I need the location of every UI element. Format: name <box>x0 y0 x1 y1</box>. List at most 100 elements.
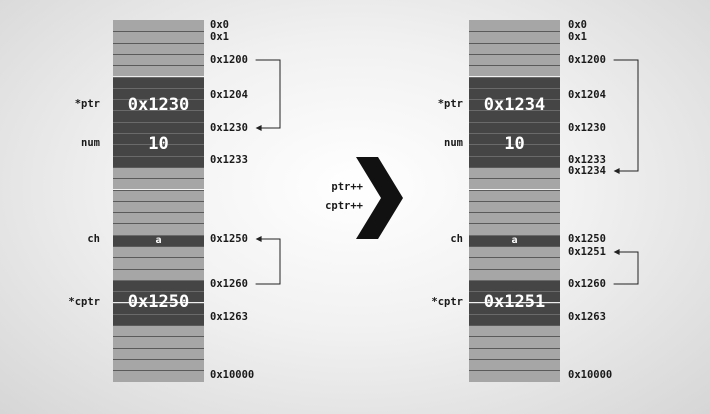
memory-cell-num-byte <box>469 155 560 167</box>
arrowhead-icon <box>613 249 620 255</box>
memory-slot <box>469 31 560 43</box>
memory-slot <box>469 257 560 269</box>
address-label: 0x1263 <box>568 311 606 323</box>
memory-slot <box>113 246 204 258</box>
cell-value-cptr: 0x1250 <box>127 291 190 312</box>
memory-slot <box>113 65 204 77</box>
cell-value-ch: a <box>155 234 162 246</box>
address-label: 0x0 <box>210 19 229 31</box>
memory-slot <box>469 178 560 190</box>
memory-cell-num-byte <box>469 121 560 133</box>
memory-cell-ptr-byte <box>113 99 204 111</box>
variable-label-num: num <box>81 137 100 150</box>
address-label: 0x1263 <box>210 311 248 323</box>
memory-slot <box>113 200 204 213</box>
memory-cell-ptr-byte <box>113 110 204 122</box>
cell-value-ch: a <box>511 234 518 246</box>
address-label: 0x1260 <box>210 278 248 290</box>
memory-cell-num-byte <box>113 155 204 167</box>
memory-slot <box>469 268 560 280</box>
address-label: 0x10000 <box>568 369 613 381</box>
arrowhead-icon <box>613 168 620 174</box>
memory-slot <box>113 359 204 371</box>
address-label: 0x1 <box>568 31 587 43</box>
memory-cell-cptr-byte <box>469 291 560 303</box>
memory-slot <box>113 178 204 190</box>
variable-label-num: num <box>444 137 463 150</box>
address-label: 0x1260 <box>568 278 606 290</box>
address-label: 0x1200 <box>568 54 606 66</box>
cell-value-ptr: 0x1234 <box>483 94 546 115</box>
pointer-connector <box>613 251 639 285</box>
address-label: 0x1230 <box>568 122 606 134</box>
memory-column-after: 0x1234 10 a 0x1251 <box>469 20 560 383</box>
memory-cell-cptr-byte <box>113 313 204 326</box>
address-label: 0x1251 <box>568 246 606 258</box>
cell-value-num: 10 <box>504 133 525 154</box>
chevron-right-icon <box>356 157 403 239</box>
address-label: 0x1234 <box>568 165 606 177</box>
address-label: 0x1200 <box>210 54 248 66</box>
pointer-connector <box>255 238 281 285</box>
memory-slot <box>469 189 560 201</box>
memory-column-before: 0x1230 10 a 0x1250 <box>113 20 204 383</box>
memory-slot <box>113 53 204 66</box>
variable-label-ptr: *ptr <box>74 97 100 110</box>
memory-slot <box>113 268 204 280</box>
pointer-connector <box>613 59 639 172</box>
memory-slot <box>113 336 204 348</box>
address-label: 0x10000 <box>210 369 255 381</box>
memory-slot <box>469 325 560 337</box>
memory-slot <box>469 336 560 348</box>
memory-cell-ptr-byte <box>469 110 560 122</box>
address-label: 0x1204 <box>210 89 248 101</box>
memory-cell-num-byte <box>469 133 560 145</box>
memory-slot <box>469 212 560 224</box>
memory-cell-ptr-byte <box>113 87 204 100</box>
memory-slot <box>469 53 560 66</box>
operation-label: cptr++ <box>325 200 363 212</box>
memory-slot <box>113 257 204 269</box>
operation-label: ptr++ <box>331 181 363 193</box>
cell-value-ptr: 0x1230 <box>127 94 190 115</box>
memory-cell-ptr-byte <box>113 76 204 88</box>
memory-slot <box>113 212 204 224</box>
memory-slot <box>469 223 560 235</box>
memory-slot <box>469 200 560 213</box>
memory-slot <box>469 359 560 371</box>
address-label: 0x1250 <box>568 233 606 245</box>
address-label: 0x0 <box>568 19 587 31</box>
variable-label-cptr: *cptr <box>68 295 100 308</box>
address-label: 0x1250 <box>210 233 248 245</box>
memory-cell-cptr-byte <box>113 302 204 314</box>
arrowhead-icon <box>255 236 262 242</box>
memory-slot <box>113 223 204 235</box>
memory-slot <box>113 370 204 382</box>
arrowhead-icon <box>255 125 262 131</box>
memory-cell-cptr-byte <box>113 291 204 303</box>
address-label: 0x1 <box>210 31 229 43</box>
memory-cell-num-byte <box>113 133 204 145</box>
variable-label-ch: ch <box>87 233 100 246</box>
address-label: 0x1230 <box>210 122 248 134</box>
variable-label-cptr: *cptr <box>431 295 463 308</box>
memory-cell-ptr-byte <box>469 99 560 111</box>
memory-slot <box>469 370 560 382</box>
memory-slot <box>469 246 560 258</box>
memory-slot <box>113 166 204 179</box>
memory-slot <box>113 189 204 201</box>
memory-cell-ptr-byte <box>469 76 560 88</box>
memory-cell-cptr-byte <box>469 313 560 326</box>
memory-cell-cptr-byte <box>469 279 560 292</box>
memory-cell-num-byte <box>113 121 204 133</box>
memory-slot <box>469 166 560 179</box>
cell-value-cptr: 0x1251 <box>483 291 546 312</box>
memory-cell-cptr-byte <box>113 279 204 292</box>
memory-slot <box>113 31 204 43</box>
cell-value-num: 10 <box>148 133 169 154</box>
memory-cell-num-byte <box>469 144 560 156</box>
memory-slot <box>113 42 204 54</box>
memory-cell-num-byte <box>113 144 204 156</box>
memory-slot <box>113 325 204 337</box>
